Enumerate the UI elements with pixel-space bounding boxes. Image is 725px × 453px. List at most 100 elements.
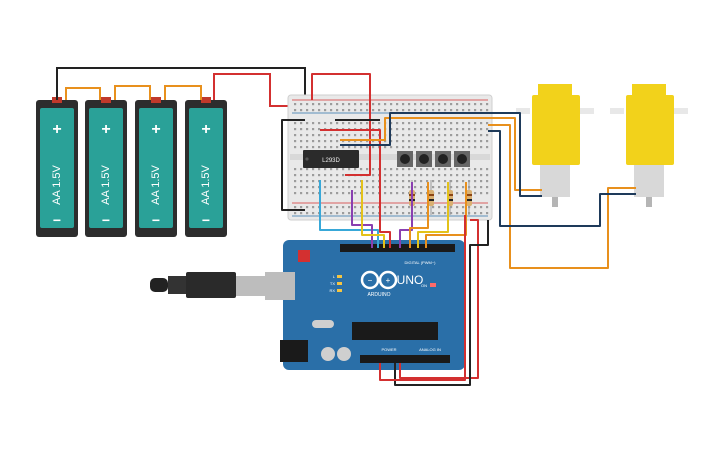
- breadboard-hole: [306, 174, 309, 177]
- breadboard-hole: [420, 128, 423, 131]
- breadboard-hole: [354, 103, 357, 106]
- breadboard-hole: [438, 140, 441, 143]
- breadboard-hole: [300, 192, 303, 195]
- breadboard-hole: [468, 103, 471, 106]
- breadboard-hole: [372, 212, 375, 215]
- breadboard-hole: [306, 109, 309, 112]
- breadboard-hole: [348, 146, 351, 149]
- breadboard-hole: [366, 206, 369, 209]
- breadboard-hole: [474, 140, 477, 143]
- breadboard-hole: [456, 174, 459, 177]
- breadboard-hole: [330, 103, 333, 106]
- breadboard-hole: [312, 140, 315, 143]
- breadboard-hole: [330, 134, 333, 137]
- breadboard-hole: [342, 186, 345, 189]
- breadboard-hole: [354, 146, 357, 149]
- breadboard-hole: [348, 180, 351, 183]
- breadboard-hole: [486, 134, 489, 137]
- resistor-2: [428, 180, 434, 215]
- breadboard-hole: [474, 174, 477, 177]
- breadboard-hole: [306, 180, 309, 183]
- push-button-4: [454, 151, 470, 167]
- battery-2-plus: +: [101, 121, 110, 138]
- breadboard-hole: [306, 192, 309, 195]
- breadboard-hole: [390, 206, 393, 209]
- breadboard-hole: [474, 192, 477, 195]
- breadboard-hole: [444, 146, 447, 149]
- breadboard-hole: [336, 206, 339, 209]
- breadboard-hole: [450, 168, 453, 171]
- breadboard-hole: [402, 206, 405, 209]
- breadboard-hole: [426, 168, 429, 171]
- breadboard-hole: [414, 122, 417, 125]
- breadboard-hole: [486, 122, 489, 125]
- breadboard-hole: [438, 128, 441, 131]
- breadboard-hole: [312, 146, 315, 149]
- breadboard-hole: [300, 180, 303, 183]
- battery-1-minus: −: [53, 212, 61, 228]
- breadboard-hole: [360, 109, 363, 112]
- breadboard-hole: [420, 206, 423, 209]
- breadboard-hole: [312, 122, 315, 125]
- breadboard-hole: [330, 212, 333, 215]
- breadboard-hole: [468, 146, 471, 149]
- breadboard-hole: [402, 192, 405, 195]
- breadboard-hole: [414, 134, 417, 137]
- breadboard-hole: [336, 140, 339, 143]
- arduino-logo: − +: [360, 270, 398, 290]
- breadboard-hole: [312, 103, 315, 106]
- battery-1-plus: +: [52, 121, 61, 138]
- breadboard-hole: [348, 122, 351, 125]
- battery-3-label: AA 1.5V: [150, 164, 162, 204]
- breadboard-hole: [354, 109, 357, 112]
- breadboard-hole: [420, 109, 423, 112]
- breadboard-hole: [372, 134, 375, 137]
- breadboard-hole: [432, 146, 435, 149]
- breadboard-hole: [330, 206, 333, 209]
- breadboard-hole: [408, 109, 411, 112]
- svg-text:−: −: [368, 276, 373, 285]
- breadboard-hole: [336, 180, 339, 183]
- breadboard-hole: [330, 122, 333, 125]
- breadboard-hole: [432, 140, 435, 143]
- battery-1: + AA 1.5V −: [36, 97, 78, 237]
- breadboard-hole: [294, 192, 297, 195]
- breadboard-hole: [306, 168, 309, 171]
- svg-text:+: +: [386, 276, 391, 285]
- breadboard-hole: [402, 128, 405, 131]
- battery-1-label: AA 1.5V: [51, 164, 63, 204]
- breadboard-hole: [402, 180, 405, 183]
- breadboard-hole: [468, 168, 471, 171]
- breadboard-hole: [300, 140, 303, 143]
- breadboard-hole: [414, 180, 417, 183]
- breadboard-hole: [486, 180, 489, 183]
- breadboard-hole: [294, 206, 297, 209]
- breadboard-hole: [324, 206, 327, 209]
- breadboard-hole: [342, 103, 345, 106]
- breadboard-hole: [438, 180, 441, 183]
- breadboard-hole: [450, 186, 453, 189]
- breadboard-hole: [432, 122, 435, 125]
- breadboard-hole: [432, 174, 435, 177]
- breadboard-hole: [426, 128, 429, 131]
- breadboard-hole: [390, 168, 393, 171]
- push-button-1: [397, 151, 413, 167]
- breadboard-hole: [480, 206, 483, 209]
- breadboard-hole: [384, 168, 387, 171]
- breadboard-hole: [396, 180, 399, 183]
- breadboard-hole: [312, 168, 315, 171]
- breadboard-hole: [330, 146, 333, 149]
- breadboard-hole: [486, 206, 489, 209]
- breadboard-hole: [336, 174, 339, 177]
- breadboard-hole: [456, 140, 459, 143]
- breadboard-hole: [486, 212, 489, 215]
- breadboard-hole: [408, 168, 411, 171]
- breadboard-hole: [432, 109, 435, 112]
- breadboard-hole: [300, 186, 303, 189]
- breadboard-hole: [390, 174, 393, 177]
- breadboard-hole: [420, 134, 423, 137]
- breadboard-hole: [294, 168, 297, 171]
- breadboard-hole: [306, 146, 309, 149]
- breadboard-hole: [300, 174, 303, 177]
